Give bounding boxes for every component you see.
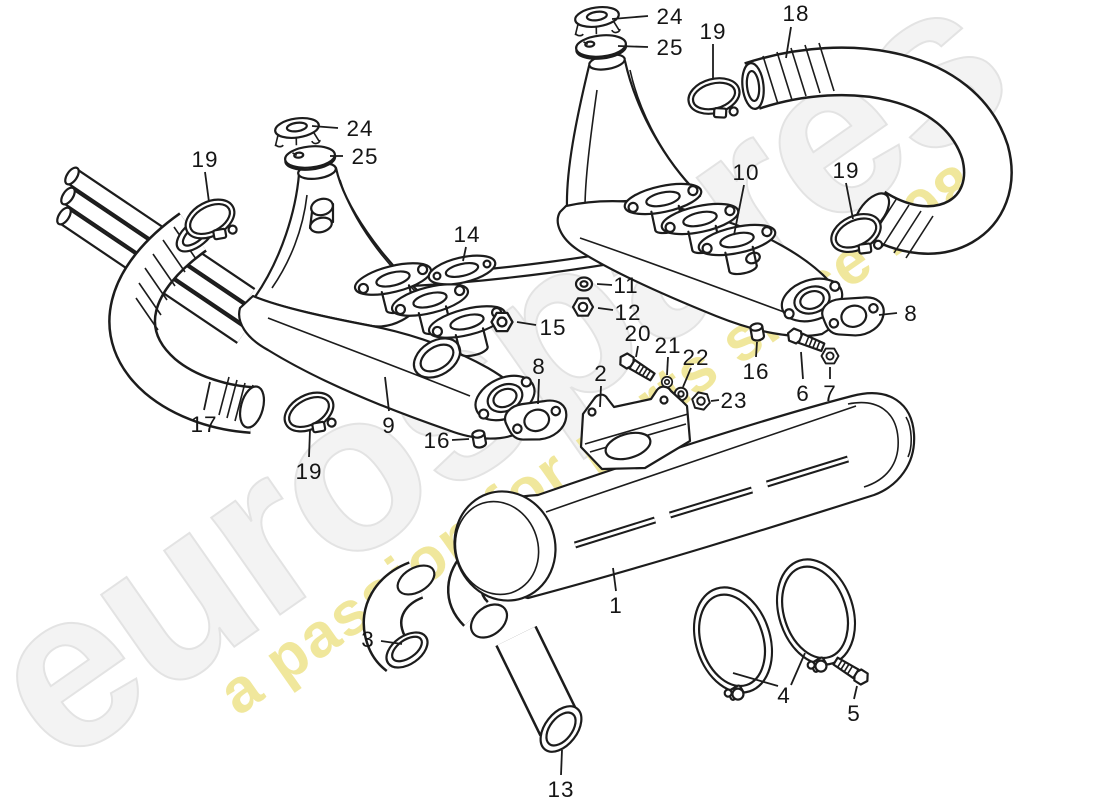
callout-label-17: 17 xyxy=(190,412,217,437)
callout-label-15: 15 xyxy=(539,315,566,340)
callout-label-5: 5 xyxy=(847,701,861,726)
hose-clamp xyxy=(683,71,747,128)
callout-leader-line xyxy=(617,45,649,48)
callout-label-6: 6 xyxy=(796,381,810,406)
bolt-5 xyxy=(831,654,872,688)
callout-leader-line xyxy=(785,26,792,59)
callout-label-19: 19 xyxy=(295,459,322,484)
nut-7 xyxy=(820,347,840,365)
gasket-14 xyxy=(427,254,497,286)
callout-leader-line xyxy=(682,367,692,388)
callout-leader-line xyxy=(311,125,339,129)
tail-pipe-3 xyxy=(362,561,436,672)
callout-leader-line xyxy=(635,345,639,358)
callout-label-21: 21 xyxy=(654,333,681,358)
callout-label-8: 8 xyxy=(532,354,546,379)
callout-leader-line xyxy=(203,381,211,411)
muffler-clamp-4 xyxy=(763,548,871,681)
callout-leader-line xyxy=(790,652,806,686)
callout-label-9: 9 xyxy=(382,413,396,438)
callout-leader-line xyxy=(845,182,854,220)
callout-leader-line xyxy=(878,312,898,316)
callout-label-20: 20 xyxy=(624,321,651,346)
tail-pipe-13 xyxy=(495,625,583,753)
callout-leader-line xyxy=(462,246,467,262)
callout-label-19: 19 xyxy=(191,147,218,172)
callout-leader-line xyxy=(560,749,563,776)
callout-label-16: 16 xyxy=(742,359,769,384)
callout-leader-line xyxy=(451,438,470,441)
callout-label-12: 12 xyxy=(614,300,641,325)
funnel-stub xyxy=(308,197,335,234)
nut-15 xyxy=(490,311,514,333)
callout-leader-line xyxy=(537,378,540,405)
callout-label-22: 22 xyxy=(682,345,709,370)
callout-leader-line xyxy=(596,283,613,286)
callout-leader-line xyxy=(204,171,210,203)
buffer-16 xyxy=(748,321,766,343)
left-heat-exchanger xyxy=(238,162,543,440)
nut-23 xyxy=(689,390,713,412)
callout-leader-line xyxy=(800,351,804,380)
callout-label-19: 19 xyxy=(832,158,859,183)
callout-leader-line xyxy=(380,640,403,645)
callout-label-19: 19 xyxy=(699,19,726,44)
callout-label-14: 14 xyxy=(453,222,480,247)
callout-leader-line xyxy=(611,15,649,20)
callout-label-11: 11 xyxy=(613,273,638,298)
callout-leader-line xyxy=(599,385,602,408)
mounting-bracket-2 xyxy=(579,385,692,471)
callout-label-7: 7 xyxy=(823,381,837,406)
callout-label-3: 3 xyxy=(361,627,375,652)
callout-label-8: 8 xyxy=(904,301,918,326)
callout-label-2: 2 xyxy=(594,361,608,386)
retaining-ring xyxy=(270,114,323,151)
callout-leader-line xyxy=(853,685,858,700)
callout-label-25: 25 xyxy=(351,144,378,169)
callout-label-4: 4 xyxy=(777,683,791,708)
right-heat-exchanger xyxy=(556,53,849,338)
callout-leader-line xyxy=(710,399,720,402)
callout-leader-line xyxy=(597,307,614,311)
callout-label-25: 25 xyxy=(656,35,683,60)
callout-label-1: 1 xyxy=(609,593,623,618)
callout-leader-line xyxy=(612,567,617,592)
callout-label-18: 18 xyxy=(782,1,809,26)
callout-leader-line xyxy=(384,376,390,412)
small-hardware xyxy=(427,254,890,450)
washer-11 xyxy=(574,276,594,292)
retaining-ring xyxy=(570,3,623,40)
nut-12 xyxy=(571,297,595,317)
callout-leader-line xyxy=(733,184,745,236)
callout-leader-line xyxy=(308,429,311,458)
callout-label-10: 10 xyxy=(732,160,759,185)
callout-leader-line xyxy=(755,341,758,358)
flex-hose-18 xyxy=(741,42,1013,259)
buffer-16 xyxy=(470,428,488,450)
muffler-clamp-4 xyxy=(680,576,788,709)
callout-leader-line xyxy=(516,321,537,326)
callout-label-24: 24 xyxy=(656,4,683,29)
callout-leader-line xyxy=(732,672,779,687)
muffler xyxy=(447,392,916,639)
callout-leader-line xyxy=(666,356,669,376)
callout-label-16: 16 xyxy=(423,428,450,453)
callout-label-24: 24 xyxy=(346,116,373,141)
callout-label-13: 13 xyxy=(547,777,574,800)
callout-label-23: 23 xyxy=(720,388,747,413)
muffler-louvres xyxy=(573,455,850,549)
